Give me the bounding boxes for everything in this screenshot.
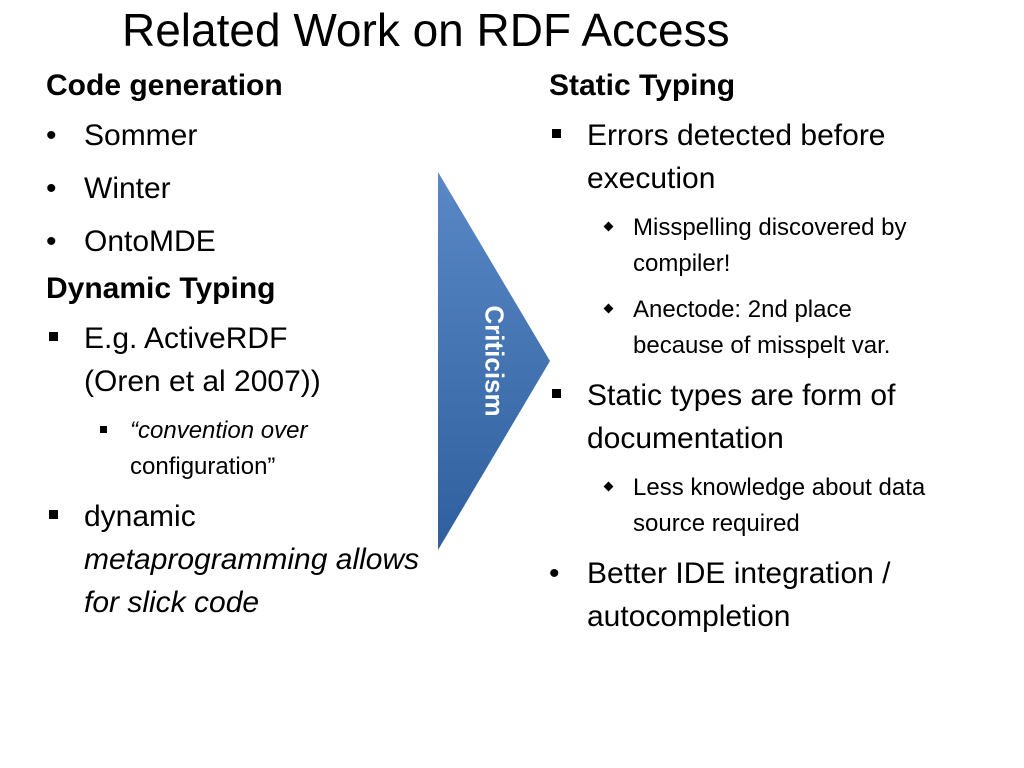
arrow-shape	[438, 172, 550, 550]
activerdf-line2: (Oren et al 2007))	[84, 365, 321, 398]
anecdote-line2: because of misspelt var.	[633, 332, 891, 359]
ide-line2: autocompletion	[587, 600, 791, 633]
dynamic-typing-heading: Dynamic Typing	[46, 272, 276, 305]
convention-line1: “convention over	[130, 417, 308, 444]
metaprogramming-line1: metaprogramming allows	[84, 543, 420, 576]
less-knowledge-line1: Less knowledge about data	[633, 474, 926, 501]
bullet-icon: •	[46, 119, 57, 152]
less-knowledge-line2: source required	[633, 510, 800, 537]
misspelling-item: Misspelling discovered by compiler!	[549, 210, 1019, 282]
criticism-arrow: Criticism	[438, 172, 550, 550]
code-item-winter: • Winter	[46, 167, 506, 210]
criticism-label: Criticism	[479, 305, 510, 417]
bullet-icon: •	[46, 225, 57, 258]
dynamic-word: dynamic	[84, 500, 196, 533]
code-item-label: Sommer	[84, 119, 198, 152]
metaprogramming-item: dynamic metaprogramming allows for slick…	[46, 495, 506, 624]
bullet-icon: •	[46, 172, 57, 205]
convention-line2: configuration”	[130, 453, 276, 480]
activerdf-line1: E.g. ActiveRDF	[84, 322, 288, 355]
right-column: Static Typing Errors detected before exe…	[549, 66, 1019, 648]
code-generation-heading: Code generation	[46, 69, 283, 102]
ide-item: • Better IDE integration / autocompletio…	[549, 552, 1019, 638]
metaprogramming-line2: for slick code	[84, 586, 260, 619]
documentation-line1: Static types are form of	[587, 379, 896, 412]
left-column: Code generation • Sommer • Winter • Onto…	[46, 66, 506, 634]
slide-title: Related Work on RDF Access	[122, 4, 730, 56]
less-knowledge-item: Less knowledge about data source require…	[549, 470, 1019, 542]
misspelling-line1: Misspelling discovered by	[633, 214, 907, 241]
errors-item: Errors detected before execution	[549, 114, 1019, 200]
anecdote-line1: Anectode: 2nd place	[633, 296, 852, 323]
convention-item: “convention over configuration”	[46, 413, 506, 485]
code-item-ontomde: • OntoMDE	[46, 220, 506, 263]
documentation-item: Static types are form of documentation	[549, 374, 1019, 460]
anecdote-item: Anectode: 2nd place because of misspelt …	[549, 292, 1019, 364]
code-item-label: Winter	[84, 172, 171, 205]
code-item-sommer: • Sommer	[46, 114, 506, 157]
code-item-label: OntoMDE	[84, 225, 216, 258]
errors-line1: Errors detected before	[587, 119, 886, 152]
errors-line2: execution	[587, 162, 716, 195]
static-typing-heading: Static Typing	[549, 69, 736, 102]
activerdf-item: E.g. ActiveRDF (Oren et al 2007))	[46, 317, 506, 403]
bullet-icon: •	[549, 557, 560, 590]
ide-line1: Better IDE integration /	[587, 557, 891, 590]
documentation-line2: documentation	[587, 422, 784, 455]
misspelling-line2: compiler!	[633, 250, 731, 277]
